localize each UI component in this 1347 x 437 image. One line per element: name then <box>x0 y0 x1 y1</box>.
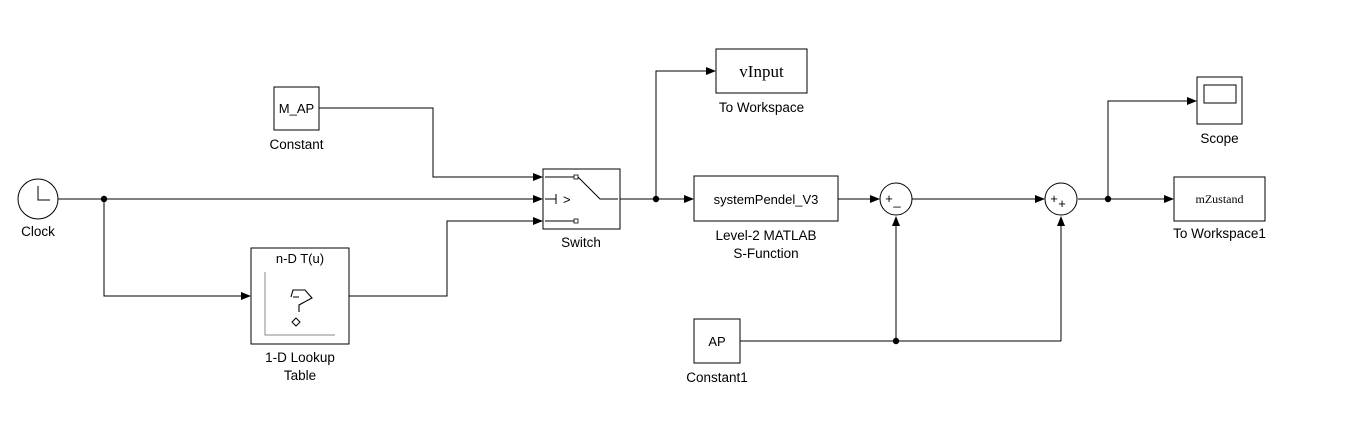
constant1-value: AP <box>708 334 725 349</box>
scope-label: Scope <box>1200 131 1238 146</box>
constant-box <box>273 86 320 131</box>
constant-value: M_AP <box>279 101 314 116</box>
sfunction-block[interactable]: systemPendel_V3 Level-2 MATLAB S-Functio… <box>693 175 839 261</box>
clock-hands <box>37 186 50 201</box>
lookup-table-block[interactable]: n-D T(u) 1-D Lookup Table <box>250 247 350 383</box>
constant1-label: Constant1 <box>686 370 748 385</box>
sfunction-name: systemPendel_V3 <box>714 192 819 207</box>
lookup-diamond-icon <box>291 317 301 327</box>
lookup-axes <box>264 272 335 336</box>
switch-threshold: > <box>563 192 571 207</box>
to-workspace1-variable: mZustand <box>1196 192 1244 206</box>
wire-lookup-to-switch[interactable] <box>349 217 543 297</box>
to-workspace-variable: vInput <box>739 62 784 81</box>
switch-contact-top <box>573 174 579 180</box>
wire-constant-to-switch[interactable] <box>319 107 543 181</box>
lookup-table-header: n-D T(u) <box>276 251 324 266</box>
sum2-circle <box>1044 182 1078 216</box>
sum2-sign-bottom: + <box>1058 196 1066 211</box>
constant1-block[interactable]: AP Constant1 <box>686 318 748 385</box>
clock-label: Clock <box>21 224 55 239</box>
to-workspace-block[interactable]: vInput To Workspace <box>715 48 808 115</box>
sum1-circle <box>879 182 913 216</box>
signal-lines <box>58 67 1197 345</box>
switch-label: Switch <box>561 235 601 250</box>
constant1-box <box>693 318 741 364</box>
wire-sum2-to-scope[interactable] <box>1107 97 1197 199</box>
clock-block[interactable]: Clock <box>17 178 59 239</box>
sfunction-label-line1: Level-2 MATLAB <box>715 228 816 243</box>
lookup-question-icon <box>290 289 313 312</box>
to-workspace1-box <box>1173 176 1266 222</box>
wire-switch-to-workspace[interactable] <box>655 67 716 199</box>
lookup-label-line2: Table <box>284 368 316 383</box>
constant-label: Constant <box>269 137 323 152</box>
sfunction-box <box>693 175 839 222</box>
sum2-block[interactable]: + + <box>1044 182 1078 216</box>
to-workspace-box <box>715 48 808 94</box>
scope-block[interactable]: Scope <box>1196 76 1243 146</box>
to-workspace-label: To Workspace <box>719 100 804 115</box>
sum1-block[interactable]: + _ <box>879 182 913 216</box>
switch-contact-bottom <box>573 218 579 224</box>
switch-internal-lines <box>545 176 574 222</box>
to-workspace1-block[interactable]: mZustand To Workspace1 <box>1173 176 1266 241</box>
wire-clock-to-lookup[interactable] <box>103 199 251 300</box>
scope-screen-icon <box>1203 84 1237 104</box>
sum1-sign-top: + <box>885 191 893 206</box>
to-workspace1-label: To Workspace1 <box>1173 226 1266 241</box>
lookup-table-box <box>250 247 350 345</box>
lookup-label-line1: 1-D Lookup <box>265 350 335 365</box>
switch-block[interactable]: > Switch <box>542 168 621 250</box>
sfunction-label-line2: S-Function <box>733 246 798 261</box>
sum2-sign-top: + <box>1050 191 1058 206</box>
constant-block[interactable]: M_AP Constant <box>269 86 324 152</box>
switch-lever-icon <box>577 176 618 200</box>
sum1-sign-bottom: _ <box>892 193 901 208</box>
